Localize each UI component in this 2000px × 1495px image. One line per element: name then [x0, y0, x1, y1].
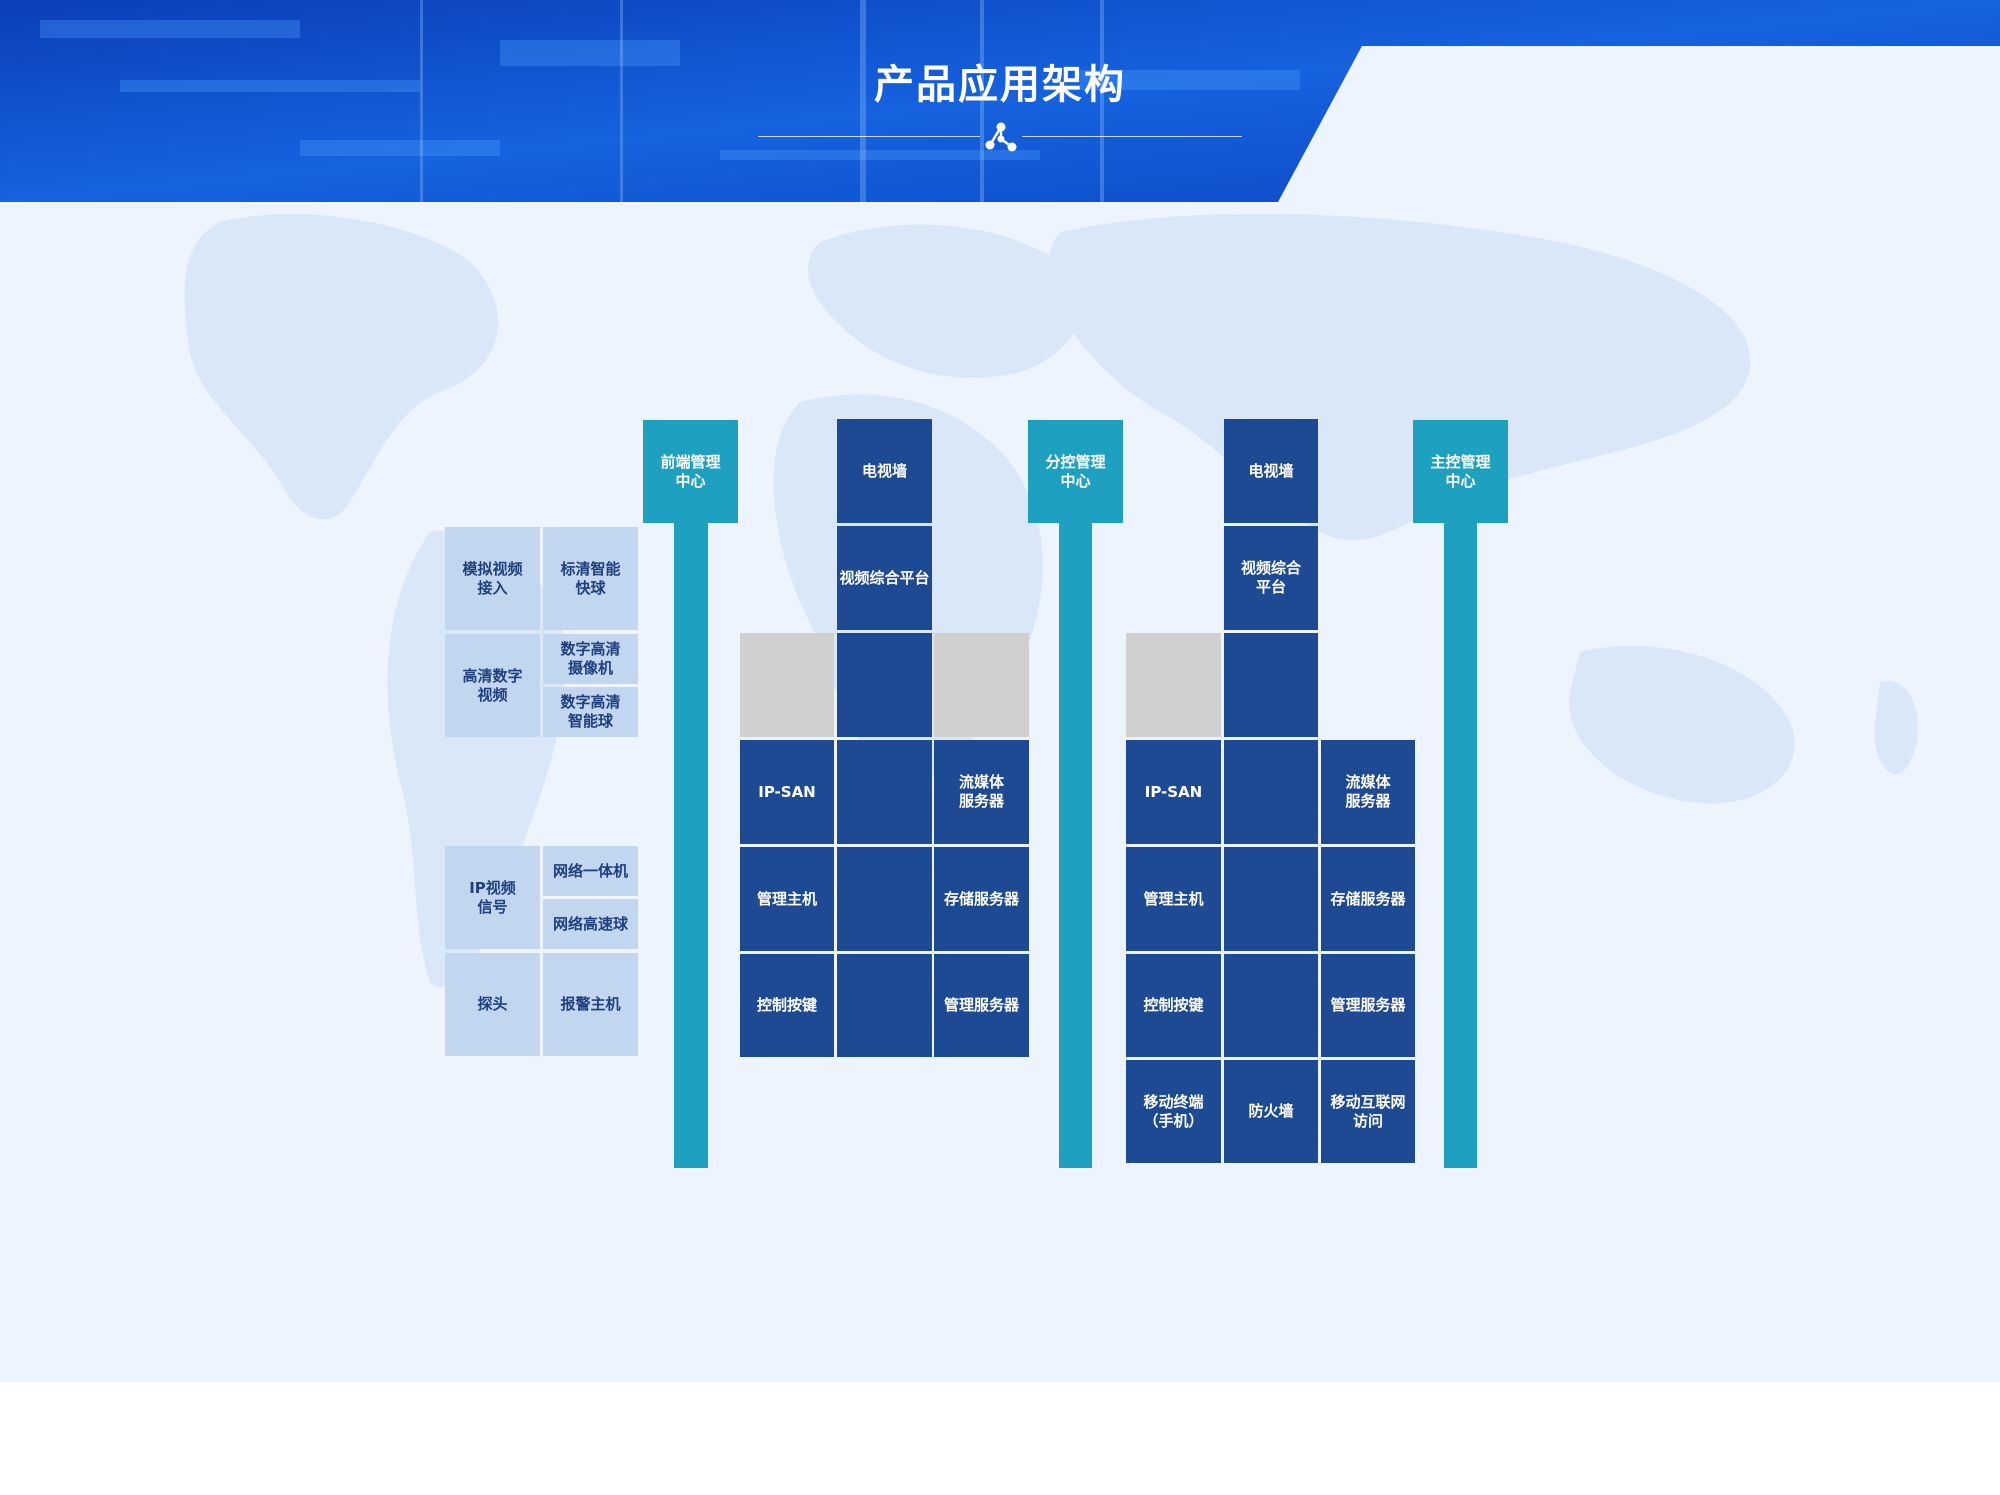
main-video-wall-box: 电视墙 — [1224, 419, 1318, 523]
header-banner — [0, 0, 2000, 202]
branch-empty-slot — [740, 633, 834, 737]
hd-smart-dome-box: 数字高清 智能球 — [543, 687, 638, 737]
main-link-slot — [1224, 847, 1318, 951]
branch-link-slot — [837, 954, 932, 1057]
page-title: 产品应用架构 — [874, 62, 1126, 108]
branch-empty-slot — [934, 633, 1029, 737]
hd-camera-box: 数字高清 摄像机 — [543, 634, 638, 684]
hd-digital-video-box: 高清数字 视频 — [445, 634, 540, 737]
analog-video-input-box: 模拟视频 接入 — [445, 527, 540, 630]
main-streaming-server-box: 流媒体 服务器 — [1321, 740, 1415, 844]
network-nodes-icon — [985, 122, 1017, 152]
branch-storage-server-box: 存储服务器 — [934, 847, 1029, 951]
branch-management-server-box: 管理服务器 — [934, 954, 1029, 1057]
branch-streaming-server-box: 流媒体 服务器 — [934, 740, 1029, 844]
main-control-center: 主控管理 中心 — [1413, 420, 1508, 523]
title-divider-left — [758, 136, 980, 137]
main-center-pillar — [1444, 520, 1477, 1168]
title-divider-right — [1022, 136, 1242, 137]
branch-link-slot — [837, 847, 932, 951]
main-link-slot — [1224, 633, 1318, 737]
main-ip-san-box: IP-SAN — [1126, 740, 1221, 844]
main-video-platform-box: 视频综合 平台 — [1224, 526, 1318, 630]
front-management-center: 前端管理 中心 — [643, 420, 738, 523]
branch-control-keyboard-box: 控制按键 — [740, 954, 834, 1057]
branch-ip-san-box: IP-SAN — [740, 740, 834, 844]
main-mobile-internet-access-box: 移动互联网 访问 — [1321, 1060, 1415, 1163]
main-mobile-terminal-box: 移动终端 （手机） — [1126, 1060, 1221, 1163]
main-firewall-box: 防火墙 — [1224, 1060, 1318, 1163]
branch-video-platform-box: 视频综合平台 — [837, 526, 932, 630]
branch-center-pillar — [1059, 520, 1092, 1168]
main-link-slot — [1224, 954, 1318, 1057]
branch-video-wall-box: 电视墙 — [837, 419, 932, 523]
front-center-pillar — [674, 520, 708, 1168]
branch-control-center: 分控管理 中心 — [1028, 420, 1123, 523]
main-control-keyboard-box: 控制按键 — [1126, 954, 1221, 1057]
sd-smart-dome-box: 标清智能 快球 — [543, 527, 638, 630]
main-management-server-box: 管理服务器 — [1321, 954, 1415, 1057]
main-link-slot — [1224, 740, 1318, 844]
branch-link-slot — [837, 633, 932, 737]
probe-box: 探头 — [445, 953, 540, 1056]
main-empty-slot — [1126, 633, 1221, 737]
ip-video-signal-box: IP视频 信号 — [445, 846, 540, 949]
branch-link-slot — [837, 740, 932, 844]
network-all-in-one-box: 网络一体机 — [543, 846, 638, 896]
main-management-host-box: 管理主机 — [1126, 847, 1221, 951]
network-speed-dome-box: 网络高速球 — [543, 899, 638, 949]
branch-management-host-box: 管理主机 — [740, 847, 834, 951]
main-storage-server-box: 存储服务器 — [1321, 847, 1415, 951]
alarm-host-box: 报警主机 — [543, 953, 638, 1056]
